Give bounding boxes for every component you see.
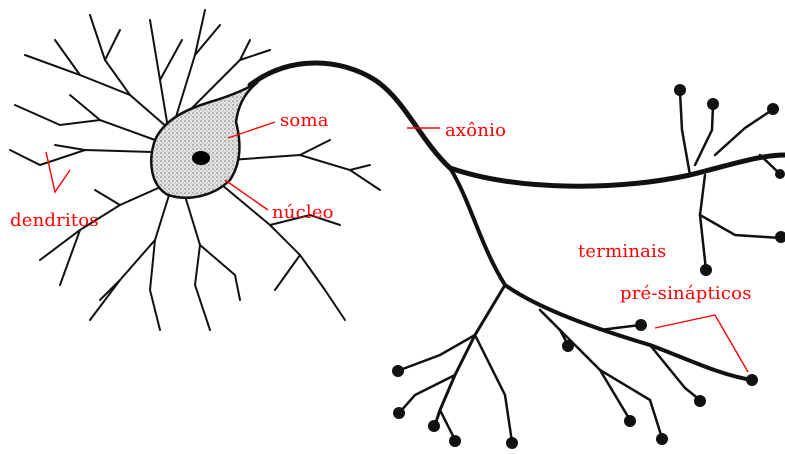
label-pre-sinapticos: pré-sinápticos <box>620 285 752 303</box>
soma-body <box>151 82 258 198</box>
axon <box>250 63 785 442</box>
label-dendritos: dendritos <box>10 212 99 230</box>
nucleus <box>192 151 210 165</box>
label-nucleo: núcleo <box>272 204 334 222</box>
label-terminais: terminais <box>578 243 666 261</box>
label-soma: soma <box>280 112 329 130</box>
label-axonio: axônio <box>445 122 506 140</box>
